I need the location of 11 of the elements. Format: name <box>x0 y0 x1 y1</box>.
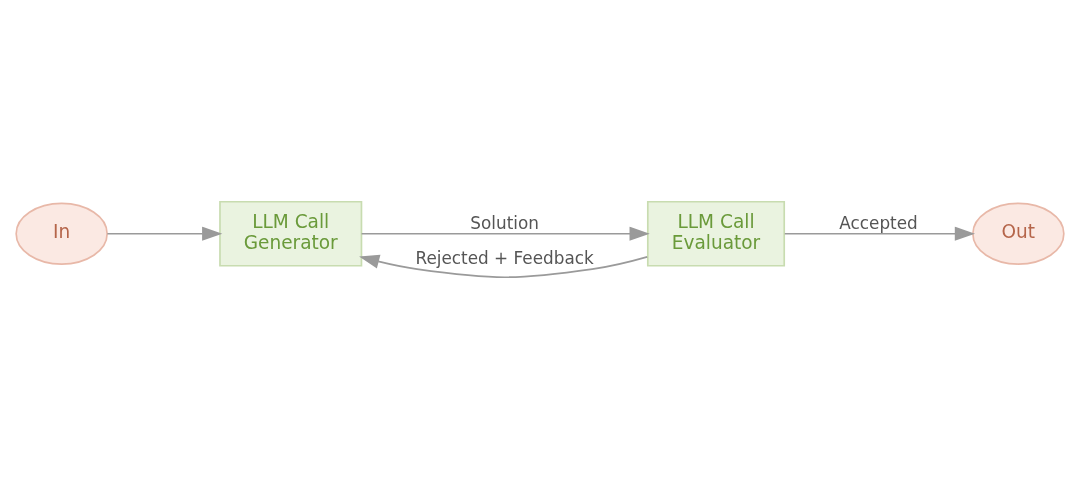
arrow <box>106 226 223 241</box>
node-box: LLM Call Evaluator <box>646 200 786 267</box>
arrow <box>359 254 649 279</box>
arrow <box>783 226 976 241</box>
node-ellipse: In <box>15 202 108 265</box>
edge-label: Accepted <box>839 212 918 233</box>
edge-label: Rejected + Feedback <box>415 248 594 269</box>
arrow <box>360 226 650 241</box>
edge-label: Solution <box>470 212 539 233</box>
node-ellipse: Out <box>972 202 1065 265</box>
node-box: LLM Call Generator <box>219 200 363 267</box>
